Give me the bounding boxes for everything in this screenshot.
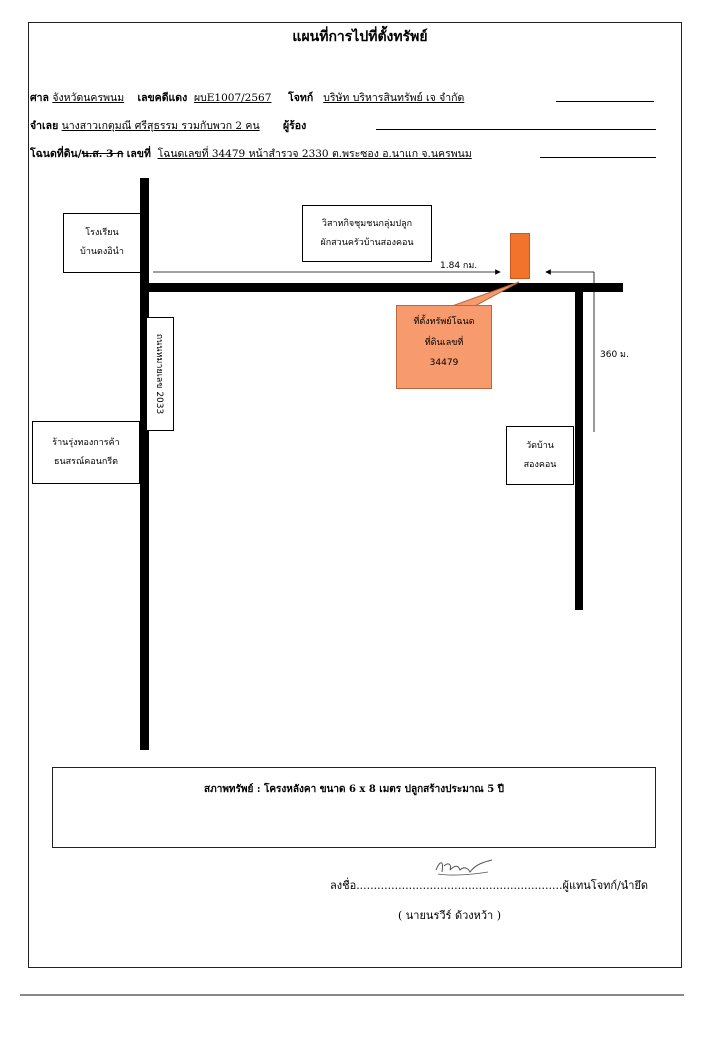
header-row-defendant: จำเลย นางสาวเกตุมณี ศรีสุธรรม รวมกับพวก … <box>30 117 306 134</box>
side-road-vertical <box>575 290 583 610</box>
underline-land <box>540 157 656 158</box>
underline-petitioner <box>376 129 656 130</box>
temple-label: วัดบ้านสองคอน <box>506 426 574 485</box>
signature-line: ลงชื่อ..................................… <box>330 876 648 894</box>
sign-prefix: ลงชื่อ <box>330 879 357 892</box>
court-value: จังหวัดนครพนม <box>52 92 125 104</box>
callout-pointer <box>451 281 520 307</box>
land-no-label: เลขที่ <box>126 148 151 160</box>
document-frame <box>28 22 682 968</box>
header-row-land: โฉนดที่ดิน/น.ส. 3 ก เลขที่ โฉนดเลขที่ 34… <box>30 145 472 162</box>
underline-plaintiff <box>556 101 654 102</box>
main-road-vertical <box>140 178 149 750</box>
land-label-prefix: โฉนดที่ดิน/ <box>30 148 82 160</box>
petitioner-label: ผู้ร้อง <box>283 120 307 132</box>
land-label-struck: น.ส. 3 ก <box>81 148 124 160</box>
sign-role: ผู้แทนโจทก์/นำยึด <box>562 879 649 892</box>
distance-vertical-label: 360 ม. <box>600 350 629 360</box>
document-title: แผนที่การไปที่ตั้งทรัพย์ <box>292 29 428 45</box>
case-no-value: ผบE1007/2567 <box>193 92 272 104</box>
plaintiff-value: บริษัท บริหารสินทรัพย์ เจ จำกัด <box>323 92 465 104</box>
handwritten-signature <box>435 859 493 876</box>
court-label: ศาล <box>30 92 49 104</box>
defendant-value: นางสาวเกตุมณี ศรีสุธรรม รวมกับพวก 2 คน <box>61 120 260 132</box>
header-row-court: ศาล จังหวัดนครพนม เลขคดีแดง ผบE1007/2567… <box>30 89 464 106</box>
distance-horizontal-label: 1.84 กม. <box>440 261 478 271</box>
asset-condition-box: สภาพทรัพย์ : โครงหลังคา ขนาด 6 x 8 เมตร … <box>52 767 656 848</box>
page-divider <box>20 994 684 996</box>
asset-condition-text: สภาพทรัพย์ : โครงหลังคา ขนาด 6 x 8 เมตร … <box>204 784 504 795</box>
signer-name: ( นายนรวีร์ ด้วงหว้า ) <box>398 909 502 922</box>
enterprise-label: วิสาหกิจชุมชนกลุ่มปลูกผักสวนครัวบ้านสองค… <box>302 205 432 262</box>
land-value: โฉนดเลขที่ 34479 หน้าสำรวจ 2330 ต.พระซอง… <box>157 148 472 160</box>
plaintiff-label: โจทก์ <box>288 92 314 104</box>
sign-dots: ........................................… <box>356 879 563 892</box>
school-label: โรงเรียนบ้านดงอินำ <box>63 213 141 273</box>
case-no-label: เลขคดีแดง <box>137 92 188 104</box>
defendant-label: จำเลย <box>30 120 59 132</box>
shop-label: ร้านรุ่งทองการค้าธนสรณ์คอนกรีต <box>32 421 140 484</box>
main-road-horizontal <box>140 283 623 292</box>
property-marker <box>510 233 530 279</box>
property-callout: ที่ตั้งทรัพย์โฉนด ที่ดินเลขที่ 34479 <box>396 305 492 389</box>
road-name-label: ถนนหมายเลข 2033 <box>146 317 174 431</box>
